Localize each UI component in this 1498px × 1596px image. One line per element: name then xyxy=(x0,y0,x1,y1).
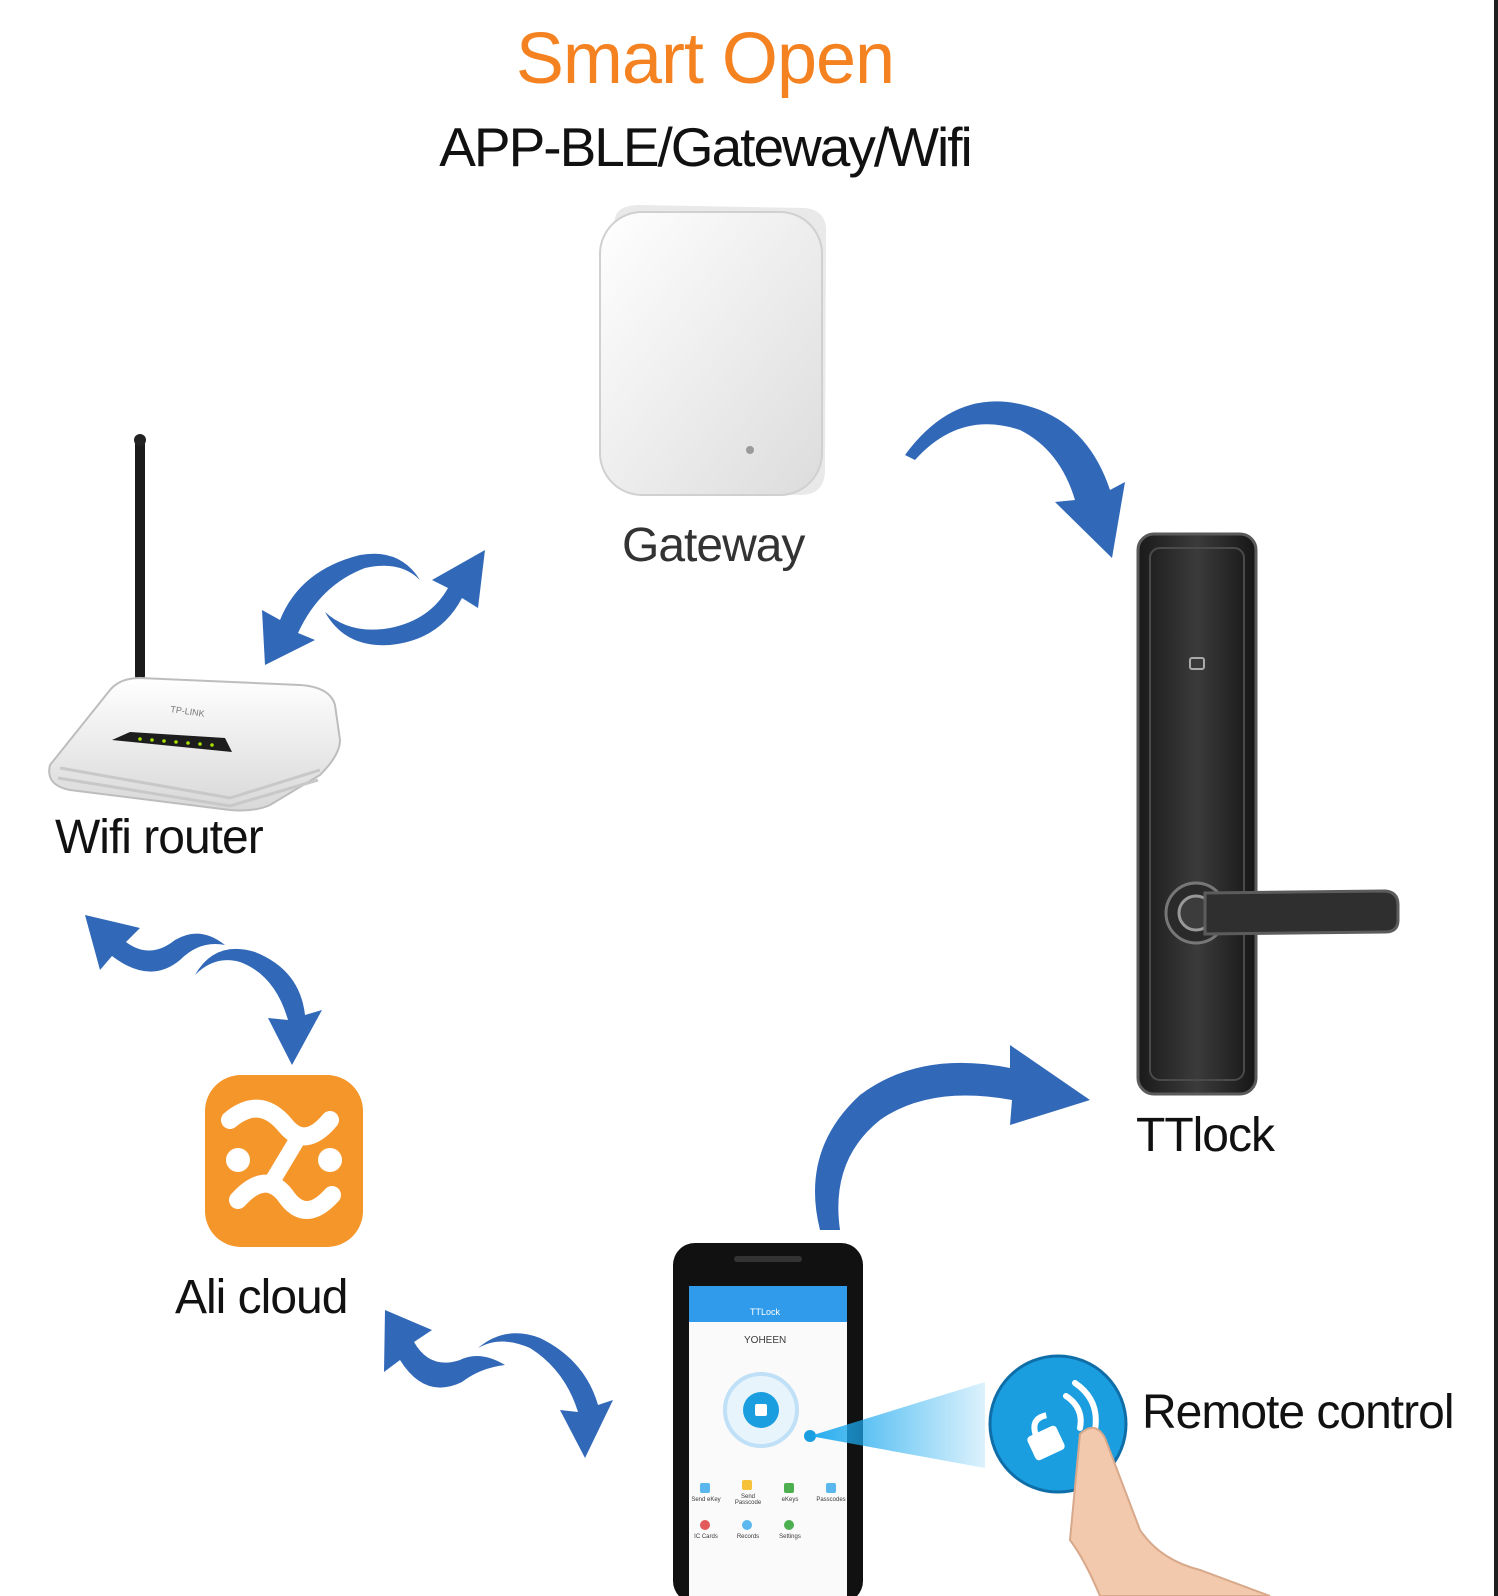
gateway-label: Gateway xyxy=(622,519,805,572)
signal-beam xyxy=(810,1382,985,1468)
right-border xyxy=(1494,0,1498,1596)
phone-menu-settings[interactable]: Settings xyxy=(779,1534,801,1540)
gateway-device xyxy=(599,205,827,496)
arrow-gateway-to-lock xyxy=(905,401,1125,558)
arrow-router-cloud xyxy=(85,915,225,972)
arrows xyxy=(85,401,1125,1458)
phone-device xyxy=(673,1243,863,1596)
phone-menu-passcodes[interactable]: Passcodes xyxy=(816,1497,846,1503)
arrow-gateway-router xyxy=(325,550,485,646)
arrow-cloud-phone xyxy=(384,1310,505,1388)
remote-control-device xyxy=(988,1354,1271,1596)
page-subtitle: APP-BLE/Gateway/Wifi xyxy=(439,116,973,178)
cloud-label: Ali cloud xyxy=(175,1271,348,1324)
arrow-cloud-router xyxy=(195,948,322,1065)
remote-control-label: Remote control xyxy=(1142,1386,1454,1439)
ttlock-label: TTlock xyxy=(1136,1109,1275,1162)
phone-menu-send-ekey[interactable]: Send eKey xyxy=(691,1497,721,1503)
ttlock-device xyxy=(1136,532,1400,1096)
router-label: Wifi router xyxy=(55,811,264,864)
arrow-phone-to-lock xyxy=(815,1045,1090,1230)
router-device: TP-LINK xyxy=(48,434,342,812)
arrow-phone-cloud xyxy=(478,1333,613,1458)
router-brand-text: TP-LINK xyxy=(170,704,206,719)
phone-menu-records[interactable]: Records xyxy=(736,1534,760,1540)
phone-menu-ekeys[interactable]: eKeys xyxy=(781,1497,799,1503)
phone-app-title: TTLock xyxy=(750,1307,781,1317)
page-title: Smart Open xyxy=(515,19,895,99)
phone-menu-send-passcode[interactable]: Send Passcode xyxy=(734,1494,762,1506)
phone-menu-ic-cards[interactable]: IC Cards xyxy=(694,1534,718,1540)
arrow-router-gateway xyxy=(262,553,420,665)
ali-cloud-logo xyxy=(205,1075,363,1247)
phone-user-name: YOHEEN xyxy=(744,1335,787,1346)
